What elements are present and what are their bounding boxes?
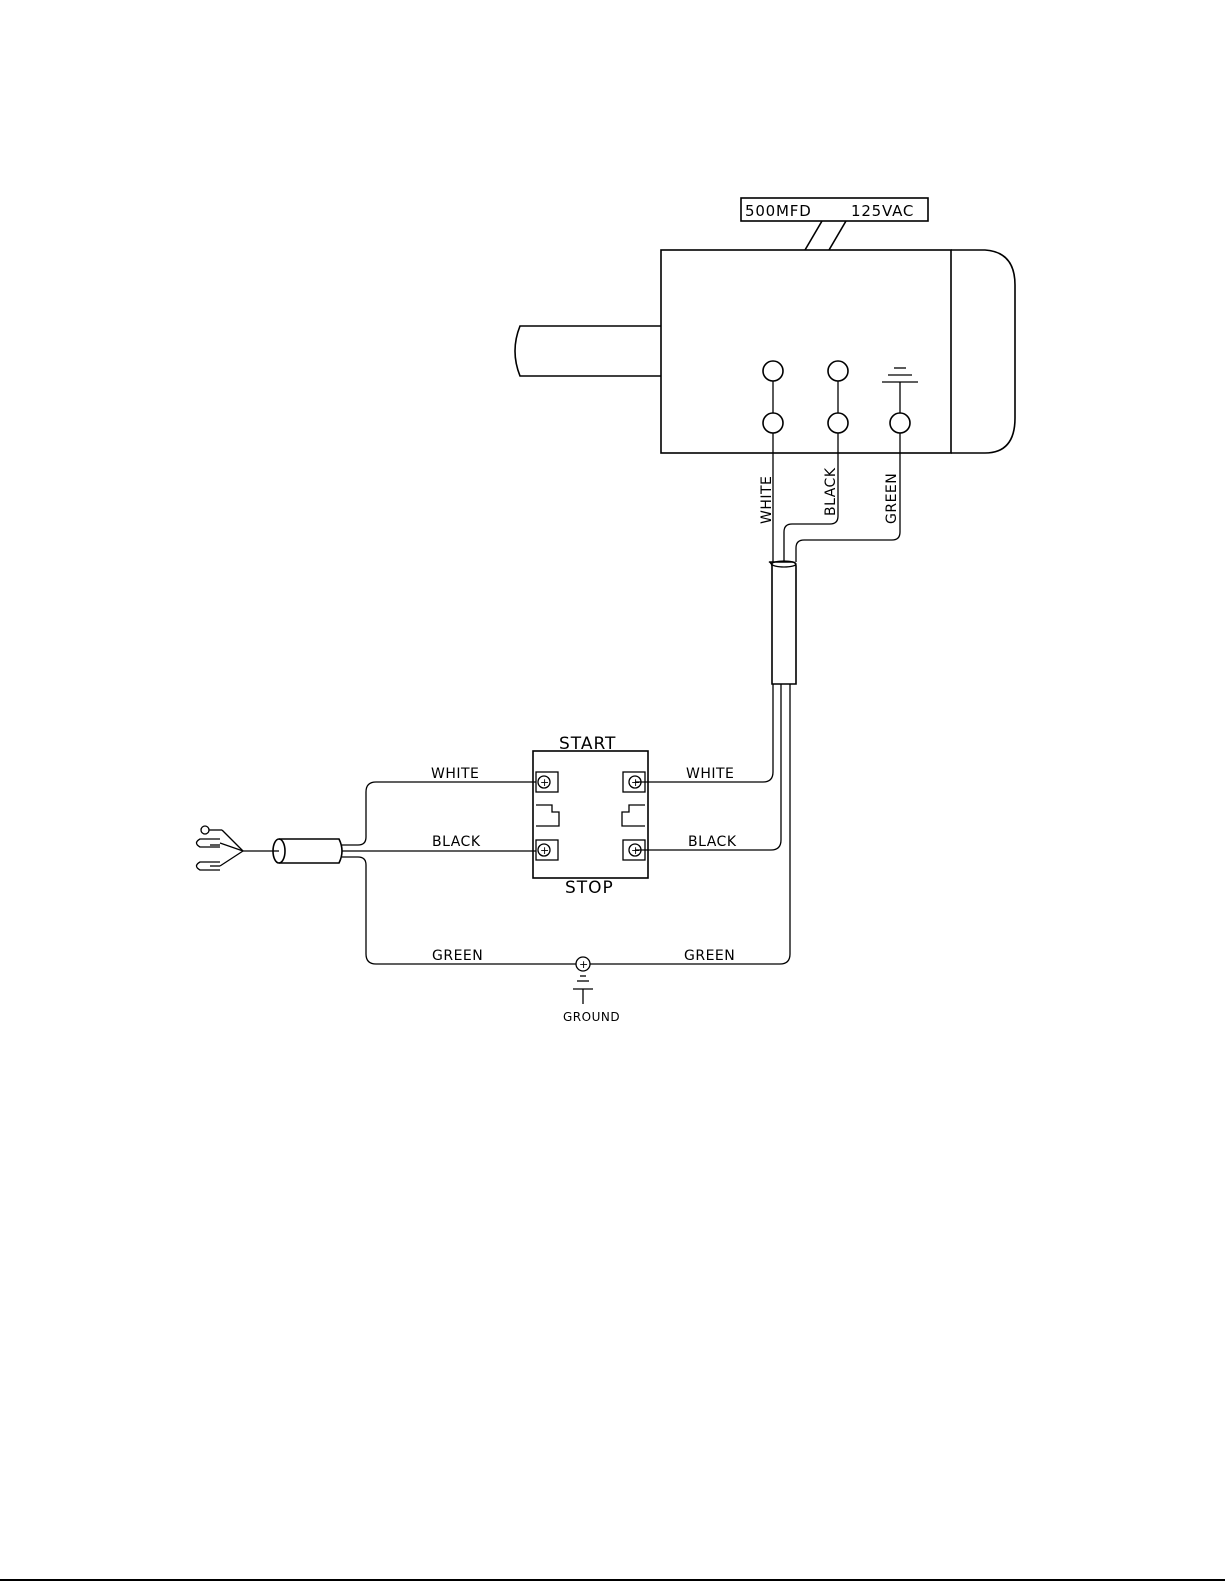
svg-text:+: +	[631, 844, 640, 857]
svg-text:+: +	[540, 776, 549, 789]
switch-leads-right: WHITE BLACK GREEN	[590, 684, 790, 964]
motor	[515, 250, 1015, 453]
start-stop-switch: START STOP + + + +	[533, 734, 648, 898]
motor-terminal-bottom-1	[763, 413, 783, 433]
ground-left-green-label: GREEN	[432, 948, 483, 964]
svg-text:+: +	[540, 844, 549, 857]
motor-terminal-bottom-2	[828, 413, 848, 433]
motor-wire-label-green: GREEN	[884, 473, 900, 524]
switch-left-black-label: BLACK	[432, 834, 481, 850]
motor-terminal-top-2	[828, 361, 848, 381]
motor-cable-sheath	[770, 561, 797, 684]
capacitor-voltage-label: 125VAC	[851, 202, 914, 220]
motor-wire-label-black: BLACK	[823, 467, 839, 516]
plug-icon	[197, 826, 274, 870]
switch-right-white-label: WHITE	[686, 766, 734, 782]
ground-label: GROUND	[563, 1010, 620, 1024]
switch-start-label: START	[559, 734, 616, 754]
motor-terminal-top-1	[763, 361, 783, 381]
motor-ground-terminal	[890, 413, 910, 433]
capacitor: 500MFD 125VAC	[741, 198, 928, 250]
page-bottom-rule	[0, 1579, 1225, 1581]
switch-left-white-label: WHITE	[431, 766, 479, 782]
switch-right-black-label: BLACK	[688, 834, 737, 850]
ground-icon: + GROUND	[563, 957, 620, 1024]
svg-text:+: +	[579, 958, 588, 971]
capacitor-rating-label: 500MFD	[745, 202, 812, 220]
terminal-screw-icon: +	[536, 840, 558, 860]
ground-right-green-label: GREEN	[684, 948, 735, 964]
power-cord-sheath	[273, 839, 342, 863]
svg-text:+: +	[631, 776, 640, 789]
motor-wire-label-white: WHITE	[759, 476, 775, 524]
switch-stop-label: STOP	[565, 878, 614, 898]
switch-leads-left: WHITE BLACK GREEN	[342, 766, 576, 964]
terminal-screw-icon: +	[536, 772, 558, 792]
motor-ground-icon	[882, 368, 918, 413]
